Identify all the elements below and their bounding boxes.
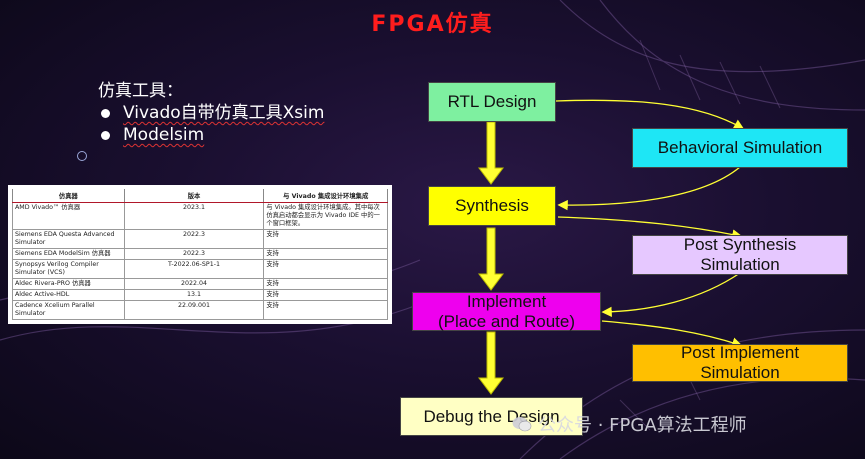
tool-item-xsim: Vivado自带仿真工具Xsim [98, 102, 324, 124]
header-version: 版本 [123, 189, 265, 203]
behavioral-simulation-box: Behavioral Simulation [632, 128, 848, 168]
header-integration: 与 Vivado 集成设计环境集成 [263, 189, 388, 203]
page-title: FPGA仿真 [371, 12, 494, 37]
table-header-row: 仿真器 版本 与 Vivado 集成设计环境集成 [12, 189, 388, 203]
ring-icon [77, 151, 87, 161]
wechat-icon [512, 417, 532, 432]
header-simulator: 仿真器 [12, 189, 125, 203]
post-implement-simulation-box: Post Implement Simulation [632, 343, 848, 382]
tools-items: Vivado自带仿真工具Xsim Modelsim [98, 102, 324, 146]
tools-heading: 仿真工具： [98, 81, 183, 101]
implement-box: Implement (Place and Route) [412, 292, 601, 331]
rtl-design-box: RTL Design [428, 82, 556, 122]
watermark: 公众号 · FPGA算法工程师 [512, 411, 747, 437]
synthesis-box: Synthesis [428, 186, 556, 226]
simulator-table: 仿真器 版本 与 Vivado 集成设计环境集成 AMD Vivado™ 仿真器… [12, 189, 388, 320]
tool-item-modelsim: Modelsim [98, 124, 324, 146]
bullet-icon [101, 130, 110, 140]
simulation-tools-list: 仿真工具： Vivado自带仿真工具Xsim Modelsim [98, 80, 324, 163]
post-synthesis-simulation-box: Post Synthesis Simulation [632, 235, 848, 275]
table-row: Synopsys Verilog Compiler Simulator (VCS… [12, 259, 388, 279]
bullet-icon [101, 108, 110, 118]
simulator-table-image: 仿真器 版本 与 Vivado 集成设计环境集成 AMD Vivado™ 仿真器… [8, 185, 392, 324]
